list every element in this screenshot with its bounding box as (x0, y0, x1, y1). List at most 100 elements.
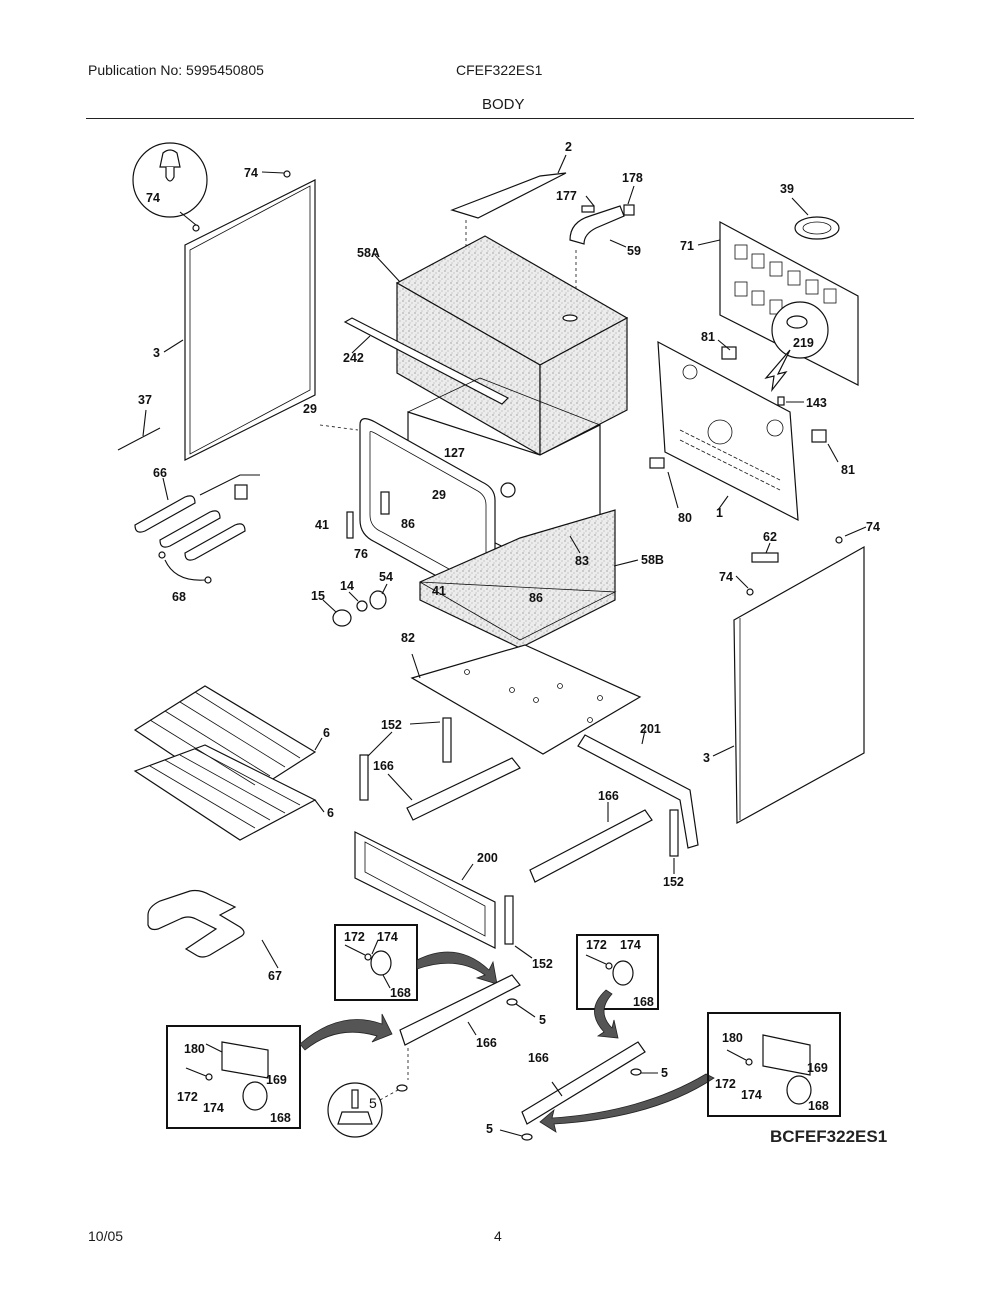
part-82-bottom-tray (410, 644, 642, 755)
callout-1: 1 (716, 506, 723, 520)
callout-74: 74 (719, 570, 733, 584)
callout-29: 29 (303, 402, 317, 416)
callout-168: 168 (390, 986, 411, 1000)
part-81-bracket-top (721, 346, 737, 360)
callout-152: 152 (663, 875, 684, 889)
section-title: BODY (482, 96, 525, 113)
callout-81: 81 (701, 330, 715, 344)
callout-74: 74 (244, 166, 258, 180)
callout-177: 177 (556, 189, 577, 203)
callout-5: 5 (486, 1122, 493, 1136)
part-242-strip (343, 317, 510, 405)
publication-number: Publication No: 5995450805 (88, 62, 264, 78)
part-80-bracket (649, 457, 665, 469)
callout-54: 54 (379, 570, 393, 584)
callout-6: 6 (323, 726, 330, 740)
callout-3: 3 (703, 751, 710, 765)
callout-3: 3 (153, 346, 160, 360)
callout-174: 174 (620, 938, 641, 952)
part-71-rear-panel (697, 220, 859, 386)
callout-68: 68 (172, 590, 186, 604)
side-panel-right (712, 526, 867, 825)
callout-219: 219 (793, 336, 814, 350)
part-39-power-cord (791, 197, 840, 240)
part-166-rail-right-upper (529, 802, 653, 883)
callout-76: 76 (354, 547, 368, 561)
assembly-arrow-3 (594, 989, 619, 1039)
callout-67: 67 (268, 969, 282, 983)
part-66-broil-element (134, 474, 260, 561)
part-200-front-frame (354, 831, 496, 949)
detail-box-caster-right-upper (576, 934, 659, 1010)
part-201-rail-right (577, 729, 699, 849)
part-166-rail-left-upper (387, 757, 521, 821)
callout-172: 172 (586, 938, 607, 952)
part-62-terminal-block (751, 552, 779, 563)
side-panel-left (184, 170, 316, 461)
part-67-bake-element (147, 889, 279, 969)
callout-172: 172 (177, 1090, 198, 1104)
callout-39: 39 (780, 182, 794, 196)
part-166-rail-left-lower (399, 974, 536, 1080)
callout-86: 86 (401, 517, 415, 531)
callout-5: 5 (661, 1066, 668, 1080)
callout-174: 174 (741, 1088, 762, 1102)
callout-143: 143 (806, 396, 827, 410)
callout-14: 14 (340, 579, 354, 593)
callout-178: 178 (622, 171, 643, 185)
callout-174: 174 (203, 1101, 224, 1115)
callout-82: 82 (401, 631, 415, 645)
model-number: CFEF322ES1 (456, 62, 543, 78)
detail-circle-leveler-5 (327, 1082, 408, 1138)
callout-180: 180 (184, 1042, 205, 1056)
callout-41: 41 (432, 584, 446, 598)
callout-58B: 58B (641, 553, 664, 567)
callout-74: 74 (866, 520, 880, 534)
callout-15: 15 (311, 589, 325, 603)
callout-168: 168 (808, 1099, 829, 1113)
callout-168: 168 (633, 995, 654, 1009)
callout-5: 5 (539, 1013, 546, 1027)
callout-71: 71 (680, 239, 694, 253)
callout-169: 169 (266, 1073, 287, 1087)
callout-242: 242 (343, 351, 364, 365)
callout-168: 168 (270, 1111, 291, 1125)
page-number: 4 (494, 1228, 502, 1244)
callout-200: 200 (477, 851, 498, 865)
detail-box-leveler-left (166, 1025, 301, 1129)
callout-172: 172 (344, 930, 365, 944)
part-68-screws (158, 551, 212, 584)
callout-59: 59 (627, 244, 641, 258)
part-143-clip (777, 396, 785, 406)
callout-labels: 74 74 3 37 2 177 178 59 58A 242 39 71 21… (138, 140, 880, 1136)
callout-152: 152 (532, 957, 553, 971)
part-59-vent-duct (569, 185, 635, 315)
callout-58A: 58A (357, 246, 380, 260)
callout-166: 166 (528, 1051, 549, 1065)
detail-circle-screw-74 (132, 142, 208, 226)
header-divider (86, 118, 914, 119)
callout-62: 62 (763, 530, 777, 544)
callout-66: 66 (153, 466, 167, 480)
callout-166: 166 (373, 759, 394, 773)
callout-6: 6 (327, 806, 334, 820)
part-1-back-panel (657, 340, 799, 522)
callout-2: 2 (565, 140, 572, 154)
detail-box-leveler-right (707, 1012, 841, 1117)
callout-152: 152 (381, 718, 402, 732)
callout-41: 41 (315, 518, 329, 532)
callout-86: 86 (529, 591, 543, 605)
part-58A-insulation-top (374, 235, 629, 457)
callout-169: 169 (807, 1061, 828, 1075)
callout-127: 127 (444, 446, 465, 460)
callout-83: 83 (575, 554, 589, 568)
callout-172: 172 (715, 1077, 736, 1091)
part-58B-insulation-bottom (419, 509, 639, 649)
part-152-brackets (359, 717, 679, 959)
callout-81: 81 (841, 463, 855, 477)
assembly-arrow-1 (416, 951, 498, 985)
part-166-rail-right-lower (499, 1041, 658, 1141)
callout-180: 180 (722, 1031, 743, 1045)
callout-166: 166 (598, 789, 619, 803)
